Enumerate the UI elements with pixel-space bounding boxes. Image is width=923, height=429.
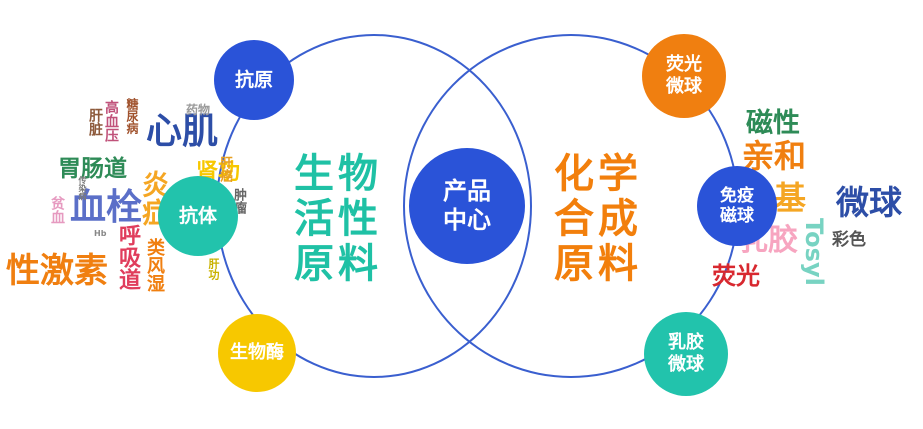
left-title-line3: 原料 [294, 240, 382, 287]
word-blood: 血栓 [70, 187, 143, 228]
latex-microsphere-node: 乳胶 微球 [644, 312, 728, 396]
word-resp: 呼吸道 [115, 224, 140, 290]
word-drug: 药物 [186, 103, 211, 117]
left-title: 生物 活性 原料 [294, 152, 382, 286]
word-gi: 胃肠道 [58, 156, 127, 182]
antigen-node: 抗原 [214, 40, 294, 120]
center-line1: 产品 [443, 177, 491, 206]
antibody-node: 抗体 [158, 176, 238, 256]
word-small2: 肝癌 [217, 156, 232, 182]
word-infect: 传染病 [78, 176, 87, 200]
word-diabetes: 糖尿病 [125, 98, 139, 134]
center-line2: 中心 [443, 206, 491, 234]
latex-line2: 微球 [668, 354, 704, 375]
word-hyper: 高血压 [103, 100, 119, 142]
antigen-label: 抗原 [234, 68, 273, 91]
right-title: 化学 合成 原料 [554, 152, 642, 286]
fluo-microsphere-node: 荧光 微球 [642, 34, 726, 118]
right-title-line2: 合成 [554, 195, 642, 242]
immuno-line2: 磁球 [720, 206, 754, 226]
right-title-line1: 化学 [554, 151, 642, 197]
word-poor: 贫血 [49, 196, 65, 224]
antibody-label: 抗体 [178, 204, 217, 227]
latex-line1: 乳胶 [668, 332, 704, 354]
right-title-line3: 原料 [554, 240, 642, 287]
word-small1: Hb [94, 229, 107, 238]
enzyme-label: 生物酶 [230, 342, 284, 364]
word-color: 彩色 [832, 230, 866, 250]
word-magnetic: 磁性 [746, 108, 800, 139]
fluo-line1: 荧光 [666, 54, 702, 76]
word-heart: 心肌 [146, 111, 219, 152]
fluo-line2: 微球 [666, 76, 702, 97]
word-affinity: 亲和 [742, 137, 807, 175]
word-rheum: 类风湿 [144, 238, 165, 292]
immuno-line1: 免疫 [720, 185, 754, 206]
word-microsphere: 微球 [836, 183, 902, 222]
word-liver: 肝脏 [87, 108, 103, 136]
left-title-line2: 活性 [294, 195, 382, 242]
immuno-magnetic-node: 免疫 磁球 [697, 166, 777, 246]
enzyme-node: 生物酶 [218, 314, 296, 392]
left-title-line1: 生物 [294, 151, 382, 197]
word-hormone: 性激素 [6, 251, 108, 291]
word-fluo: 荧光 [712, 262, 760, 290]
center-circle: 产品 中心 [409, 148, 525, 264]
word-liverfn: 肝功 [207, 258, 220, 280]
word-tosyl: Tosyl [800, 218, 828, 286]
